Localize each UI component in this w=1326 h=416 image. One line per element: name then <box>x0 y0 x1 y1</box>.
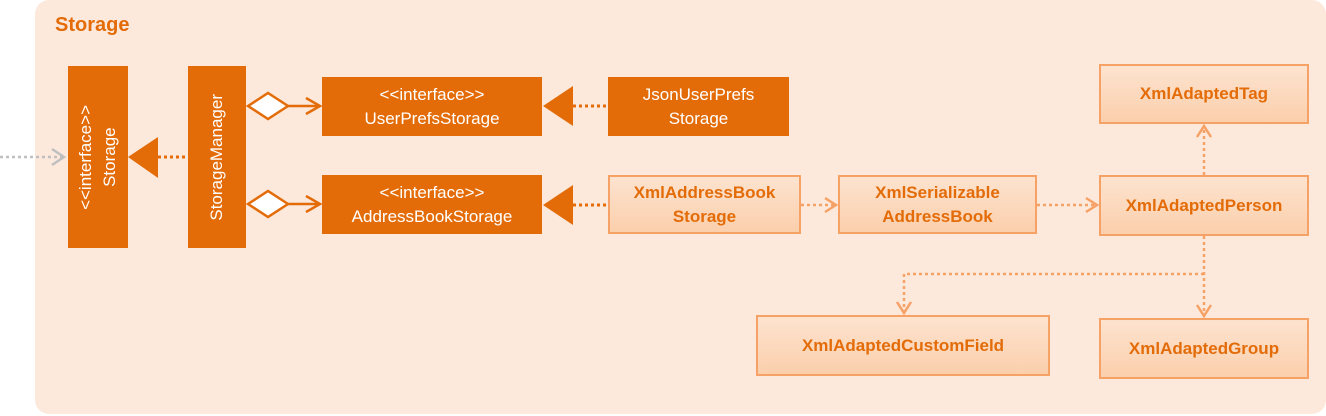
dependency-serializable <box>801 196 839 214</box>
storage-name: Storage <box>100 127 119 187</box>
aggregation-addressbookstorage <box>245 189 323 219</box>
xml-serializable-line2: AddressBook <box>882 206 993 226</box>
xml-adapted-person-name: XmlAdaptedPerson <box>1125 195 1283 215</box>
dependency-group <box>1195 236 1213 319</box>
json-user-prefs-line2: Storage <box>668 108 729 128</box>
storage-manager-name: StorageManager <box>207 93 226 221</box>
xml-address-book-storage-line2: Storage <box>672 206 737 226</box>
dependency-customfield <box>895 272 1204 316</box>
xml-adapted-tag-box: XmlAdaptedTag <box>1099 64 1309 124</box>
realization-storagemanager-storage <box>128 137 188 178</box>
user-prefs-storage-box: <<interface>> UserPrefsStorage <box>322 77 542 136</box>
xml-adapted-tag-name: XmlAdaptedTag <box>1139 84 1269 103</box>
xml-serializable-address-book-box: XmlSerializable AddressBook <box>838 175 1037 234</box>
address-book-storage-stereotype: <<interface>> <box>379 182 485 202</box>
xml-address-book-storage-line1: XmlAddressBook <box>633 182 776 202</box>
aggregation-userprefsstorage <box>245 91 323 121</box>
json-user-prefs-storage-box: JsonUserPrefs Storage <box>608 77 789 136</box>
address-book-storage-name: AddressBookStorage <box>351 206 513 226</box>
xml-adapted-custom-field-name: XmlAdaptedCustomField <box>801 335 1005 355</box>
storage-manager-box: StorageManager <box>188 66 246 248</box>
storage-interface-box: <<interface>> Storage <box>68 66 128 248</box>
dependency-person <box>1037 196 1100 214</box>
xml-adapted-group-box: XmlAdaptedGroup <box>1099 318 1309 379</box>
external-dependency-arrow <box>0 147 67 167</box>
json-user-prefs-line1: JsonUserPrefs <box>642 84 755 104</box>
xml-adapted-custom-field-box: XmlAdaptedCustomField <box>756 315 1050 376</box>
realization-xmladdressbookstorage <box>543 185 608 225</box>
xml-address-book-storage-box: XmlAddressBook Storage <box>608 175 801 234</box>
package-title: Storage <box>55 14 130 36</box>
user-prefs-storage-stereotype: <<interface>> <box>379 84 485 104</box>
xml-adapted-person-box: XmlAdaptedPerson <box>1099 175 1309 236</box>
realization-jsonuserprefs <box>543 86 608 126</box>
user-prefs-storage-name: UserPrefsStorage <box>364 108 500 128</box>
dependency-tag <box>1195 123 1213 175</box>
xml-serializable-line1: XmlSerializable <box>875 182 1000 202</box>
storage-stereotype: <<interface>> <box>76 104 95 210</box>
address-book-storage-box: <<interface>> AddressBookStorage <box>322 175 542 234</box>
xml-adapted-group-name: XmlAdaptedGroup <box>1128 338 1280 358</box>
